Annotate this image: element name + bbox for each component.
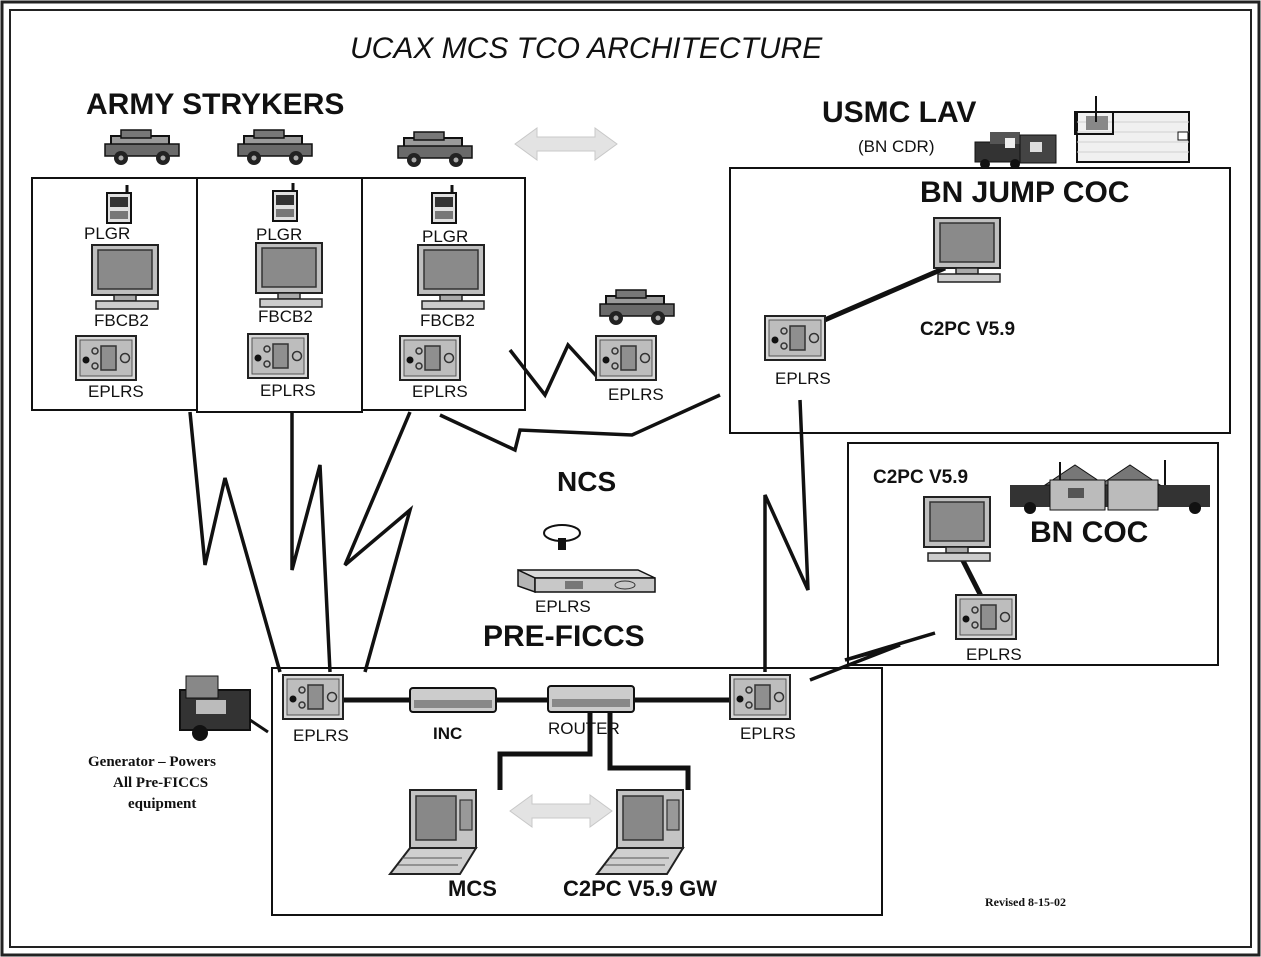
link-jumpcoc-preficcs xyxy=(763,399,810,672)
generator-icon xyxy=(179,675,269,741)
revised-date: Revised 8-15-02 xyxy=(985,895,1066,909)
vehicle-eplrs-label: EPLRS xyxy=(608,385,664,404)
computer-monitor-icon xyxy=(91,244,159,310)
generator-caption-line2: All Pre-FICCS xyxy=(113,775,209,791)
plgr-radio-icon xyxy=(430,183,458,225)
plgr-radio-icon xyxy=(105,183,133,225)
eplrs-label-1: EPLRS xyxy=(88,382,144,401)
router-label: ROUTER xyxy=(548,719,620,738)
link-stryker3-preficcs xyxy=(343,411,414,673)
computer-monitor-icon xyxy=(417,244,485,310)
link-stryker3-jumpcoc xyxy=(439,393,721,453)
humvee-icon xyxy=(599,289,675,326)
antenna-icon xyxy=(543,524,581,550)
generator-caption-line3: equipment xyxy=(128,796,197,812)
jump-coc-c2pc-label: C2PC V5.9 xyxy=(920,319,1016,340)
pre-ficcs-box xyxy=(271,667,883,916)
bn-coc-heading: BN COC xyxy=(1030,516,1149,549)
c2pc-gw-label: C2PC V5.9 GW xyxy=(563,876,718,901)
link-preficcs-bncoc xyxy=(809,631,936,682)
bn-jump-coc-heading: BN JUMP COC xyxy=(920,176,1130,209)
plgr-label-3: PLGR xyxy=(422,227,469,246)
link-stryker3-vehicle xyxy=(508,341,602,399)
outer-frame-inner xyxy=(9,9,1252,948)
plgr-label-2: PLGR xyxy=(256,225,303,244)
pre-ficcs-heading: PRE-FICCS xyxy=(483,620,645,653)
computer-monitor-icon xyxy=(255,242,323,308)
link-stryker2-preficcs xyxy=(290,412,332,673)
laptop-icon xyxy=(389,789,477,875)
double-arrow-icon xyxy=(509,794,613,828)
lav-vehicle-icon xyxy=(974,132,1057,169)
ncs-label: NCS xyxy=(557,466,617,497)
eplrs-label-3: EPLRS xyxy=(412,382,468,401)
fbcb2-label-2: FBCB2 xyxy=(258,307,313,326)
computer-monitor-icon xyxy=(923,496,991,562)
stryker-box-3 xyxy=(361,177,526,411)
eplrs-radio-icon xyxy=(517,568,656,594)
jump-coc-box xyxy=(729,167,1231,434)
laptop-icon xyxy=(596,789,684,875)
wire-router-gw xyxy=(607,700,691,790)
mcs-label: MCS xyxy=(448,876,497,901)
computer-monitor-icon xyxy=(933,217,1001,283)
inc-label: INC xyxy=(433,724,463,743)
eplrs-radio-icon xyxy=(955,594,1017,640)
eplrs-radio-icon xyxy=(595,335,657,381)
usmc-lav-heading: USMC LAV xyxy=(822,96,977,129)
bn-coc-box xyxy=(847,442,1219,666)
eplrs-radio-icon xyxy=(399,335,461,381)
plgr-label-1: PLGR xyxy=(84,224,131,243)
army-strykers-heading: ARMY STRYKERS xyxy=(86,88,345,121)
usmc-lav-subheading: (BN CDR) xyxy=(858,137,935,156)
router-icon xyxy=(409,685,635,713)
center-eplrs-label: EPLRS xyxy=(535,597,591,616)
page-title: UCAX MCS TCO ARCHITECTURE xyxy=(350,32,823,65)
command-post-icon xyxy=(1010,460,1210,514)
bn-coc-c2pc-label: C2PC V5.9 xyxy=(873,467,969,488)
link-stryker1-preficcs xyxy=(188,411,282,673)
preficcs-eplrs-left-label: EPLRS xyxy=(293,726,349,745)
fbcb2-label-1: FBCB2 xyxy=(94,311,149,330)
double-arrow-icon xyxy=(514,127,618,161)
generator-caption-line1: Generator – Powers xyxy=(88,754,217,770)
preficcs-eplrs-right-label: EPLRS xyxy=(740,724,796,743)
eplrs-radio-icon xyxy=(729,674,791,720)
eplrs-radio-icon xyxy=(764,315,826,361)
eplrs-radio-icon xyxy=(247,333,309,379)
jump-coc-eplrs-label: EPLRS xyxy=(775,369,831,388)
humvee-icon xyxy=(397,131,473,168)
eplrs-radio-icon xyxy=(75,335,137,381)
wire-jumpcoc xyxy=(819,265,946,325)
eplrs-radio-icon xyxy=(282,674,344,720)
bn-coc-eplrs-label: EPLRS xyxy=(966,645,1022,664)
command-post-icon xyxy=(1074,96,1190,163)
eplrs-label-2: EPLRS xyxy=(260,381,316,400)
fbcb2-label-3: FBCB2 xyxy=(420,311,475,330)
plgr-radio-icon xyxy=(271,181,299,223)
wire-router-mcs xyxy=(497,700,593,790)
humvee-icon xyxy=(104,129,180,166)
humvee-icon xyxy=(237,129,313,166)
